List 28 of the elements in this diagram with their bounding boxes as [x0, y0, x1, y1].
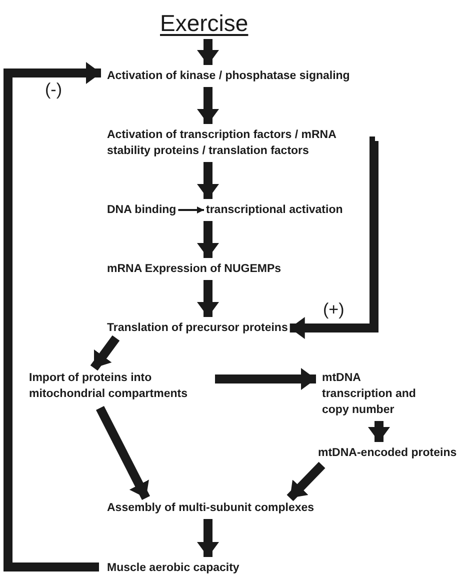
arrow [4, 62, 101, 572]
step-text: mtDNA-encoded proteins [318, 445, 457, 461]
step-text: Activation of transcription factors / mRNA stability proteins / translation factors [107, 127, 375, 159]
arrow [197, 39, 219, 65]
step-text: mRNA Expression of NUGEMPs [107, 261, 282, 277]
arrow [197, 87, 219, 124]
arrow [286, 462, 326, 502]
arrow [197, 519, 219, 557]
arrow [96, 406, 150, 500]
step-text: Activation of kinase / phosphatase signaling [107, 68, 350, 84]
edge-label: (+) [322, 300, 346, 320]
step-text: mtDNA transcription and copy number [322, 370, 430, 418]
edge-label: (-) [44, 80, 63, 100]
step-text: DNA binding [107, 202, 176, 218]
step-text: Import of proteins into mitochondrial compartments [29, 370, 211, 402]
arrow [368, 421, 390, 442]
arrow [197, 280, 219, 317]
heading-text: Exercise [160, 10, 248, 36]
arrow [197, 162, 219, 199]
step-text: Muscle aerobic capacity [107, 560, 240, 576]
arrow [290, 136, 379, 339]
step-text: Translation of precursor proteins [107, 320, 288, 336]
arrow [197, 221, 219, 258]
step-text: transcriptional activation [206, 202, 343, 218]
arrow [215, 368, 316, 390]
arrow [90, 335, 120, 371]
arrow [178, 206, 204, 214]
step-text: Assembly of multi-subunit complexes [107, 500, 314, 516]
